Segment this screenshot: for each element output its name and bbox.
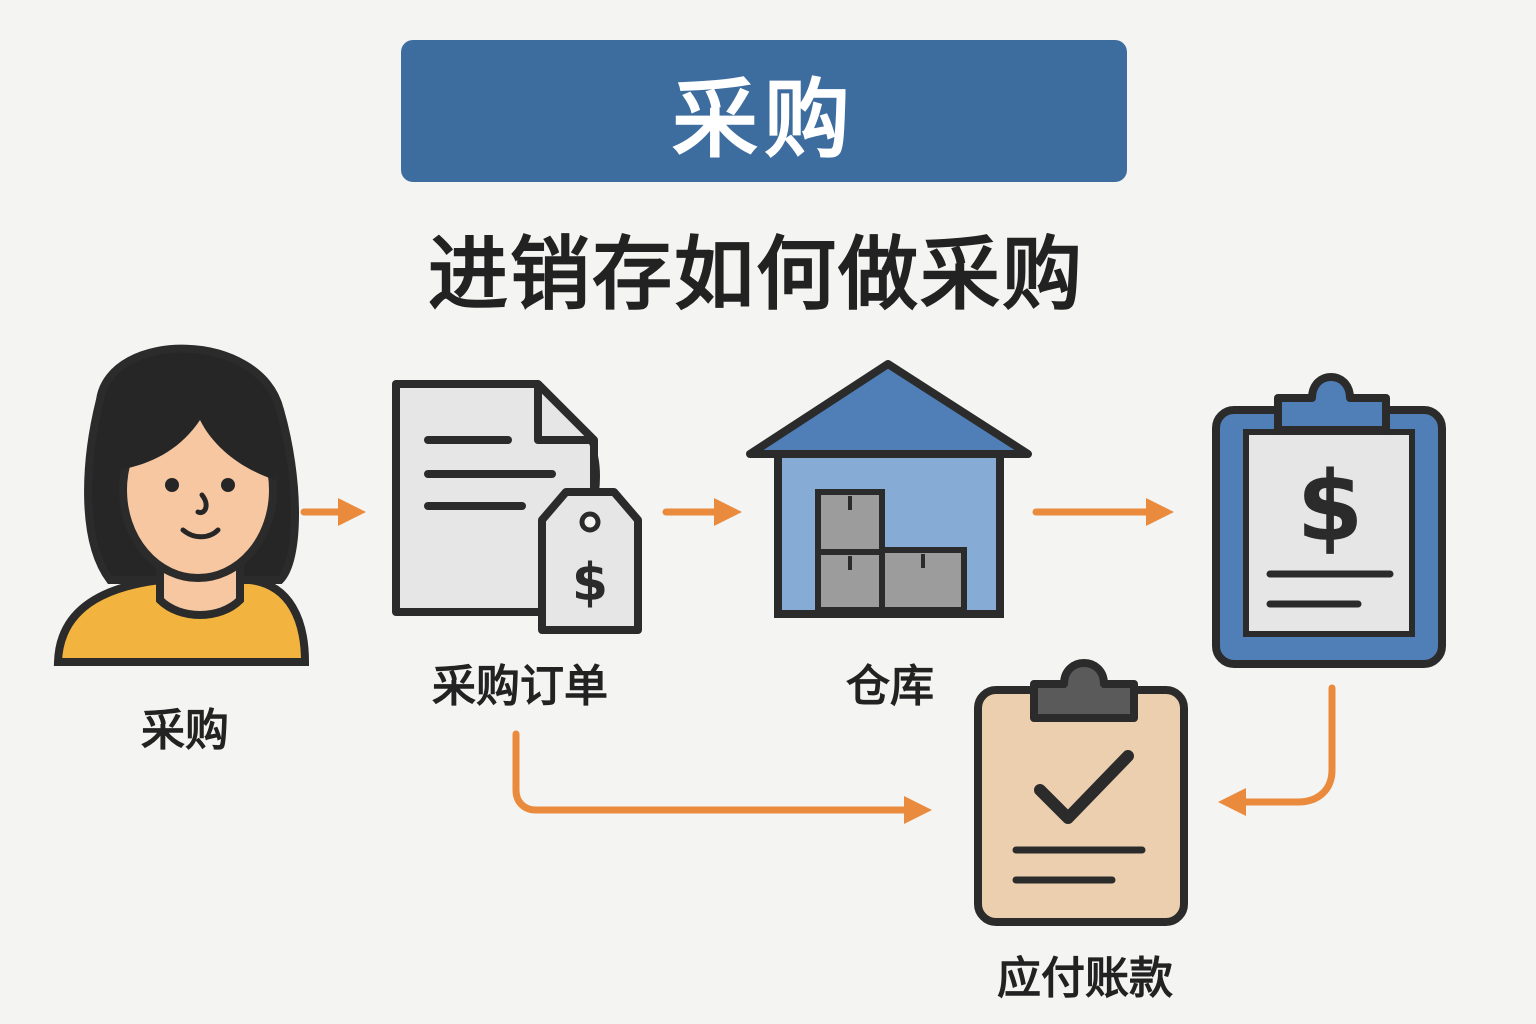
dollar-sign-icon: $ — [572, 553, 608, 613]
arrow-invoice-to-payable — [1218, 684, 1336, 816]
checkmark-icon — [1034, 750, 1134, 824]
accounts-payable-label: 应付账款 — [997, 953, 1173, 1004]
price-tag-icon: $ — [538, 488, 642, 634]
warehouse-label: 仓库 — [846, 661, 934, 712]
warehouse-icon — [746, 360, 1032, 618]
accounts-payable-clipboard-icon — [974, 659, 1188, 926]
flow-arrows — [300, 498, 1336, 824]
arrow-order-to-payable — [512, 730, 932, 824]
buyer-label: 采购 — [141, 705, 229, 756]
page-subtitle: 进销存如何做采购 — [428, 228, 1084, 321]
dollar-sign-icon: $ — [1297, 451, 1364, 563]
page-title: 采购 — [672, 69, 856, 170]
purchase-order-document-icon: $ — [392, 380, 642, 634]
title-banner: 采购 — [401, 40, 1127, 182]
purchase-order-label: 采购订单 — [432, 661, 608, 712]
invoice-clipboard-icon: $ — [1212, 373, 1446, 668]
buyer-person-icon — [53, 344, 310, 666]
